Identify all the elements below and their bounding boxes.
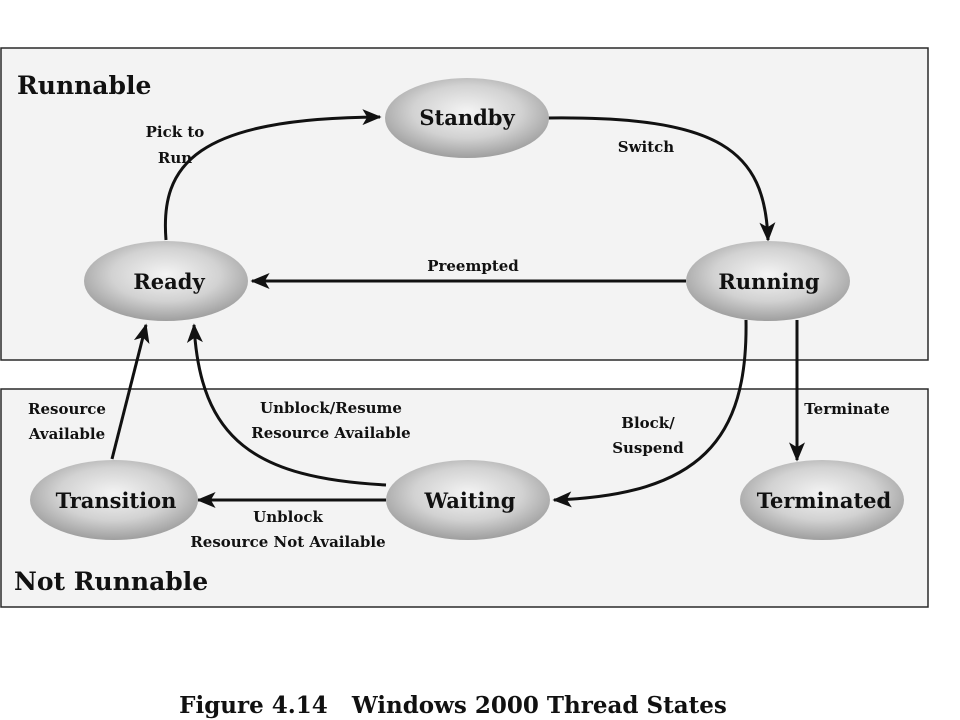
unblock-resume-arrow <box>186 323 387 487</box>
block-suspend-label-line1: Block/ <box>621 414 675 432</box>
pick-to-run-label-line1: Pick to <box>146 123 205 141</box>
switch-label: Switch <box>618 138 675 156</box>
state-terminated-label: Terminated <box>757 488 892 513</box>
state-terminated: Terminated <box>740 460 904 540</box>
unblock-not-available-label-line1: Unblock <box>253 508 323 526</box>
terminate-label: Terminate <box>804 400 890 418</box>
pick-to-run-arrow <box>163 109 382 241</box>
unblock-resume-label-line1: Unblock/Resume <box>260 399 402 417</box>
state-ready: Ready <box>84 241 248 321</box>
state-standby: Standby <box>385 78 549 158</box>
figure-caption: Figure 4.14 Windows 2000 Thread States <box>179 692 727 719</box>
not-runnable-region-title: Not Runnable <box>14 567 208 596</box>
state-waiting: Waiting <box>386 460 550 540</box>
state-ready-label: Ready <box>133 269 205 294</box>
runnable-region-title: Runnable <box>17 71 151 100</box>
state-transition: Transition <box>30 460 198 540</box>
pick-to-run-label-line2: Run <box>158 149 192 167</box>
unblock-resume-label-line2: Resource Available <box>251 424 410 442</box>
resource-available-label-line2: Available <box>28 425 105 443</box>
resource-available-arrow <box>110 323 150 460</box>
state-waiting-label: Waiting <box>424 488 516 513</box>
state-standby-label: Standby <box>419 105 515 130</box>
unblock-not-available-label-line2: Resource Not Available <box>190 533 385 551</box>
block-suspend-label-line2: Suspend <box>612 439 684 457</box>
state-running-label: Running <box>718 269 820 294</box>
preempted-label: Preempted <box>427 257 519 275</box>
resource-available-label-line1: Resource <box>28 400 106 418</box>
state-transition-label: Transition <box>56 488 177 513</box>
switch-arrow <box>547 116 776 242</box>
block-suspend-arrow <box>552 319 748 508</box>
state-running: Running <box>686 241 850 321</box>
